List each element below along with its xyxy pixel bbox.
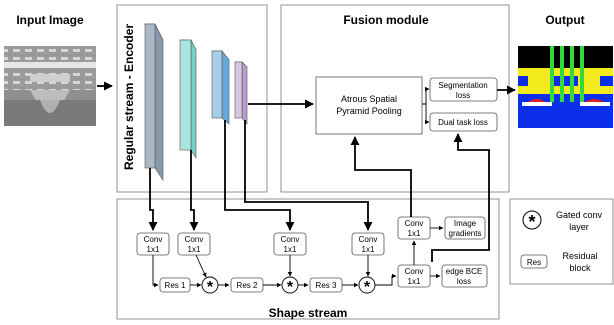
output-green-bar xyxy=(550,46,554,102)
svg-text:Image: Image xyxy=(454,219,477,228)
output-green-bar xyxy=(560,46,564,102)
svg-text:loss: loss xyxy=(457,277,471,286)
svg-text:edge BCE: edge BCE xyxy=(446,267,482,276)
output-green-bar xyxy=(570,46,574,102)
encoder2-to-conv2-arrow xyxy=(189,150,199,231)
svg-text:Conv: Conv xyxy=(144,235,163,244)
res-block-3: Res 3 xyxy=(309,277,343,293)
conv-box-edge: Conv 1x1 xyxy=(397,264,431,288)
legend-panel xyxy=(509,198,614,285)
segmentation-loss-line2: loss xyxy=(456,91,470,100)
output-yellow-band xyxy=(518,86,613,94)
svg-text:*: * xyxy=(287,279,294,296)
legend-gated-conv: * Gated conv layer xyxy=(522,210,603,232)
svg-text:1x1: 1x1 xyxy=(408,277,421,286)
svg-text:Conv: Conv xyxy=(405,267,424,276)
svg-text:Res: Res xyxy=(527,258,541,267)
svg-text:1x1: 1x1 xyxy=(408,229,421,238)
svg-text:Conv: Conv xyxy=(359,235,378,244)
encoder3-to-conv3-arrow xyxy=(224,120,295,231)
dual-task-loss-box xyxy=(429,112,498,132)
conv-box-gradients: Conv 1x1 xyxy=(397,216,431,240)
svg-text:Gated conv: Gated conv xyxy=(556,210,603,220)
svg-text:Res 1: Res 1 xyxy=(165,281,186,290)
aspp-to-seg-loss-arrow xyxy=(422,86,430,105)
svg-text:Conv: Conv xyxy=(185,235,204,244)
conv-box-3: Conv 1x1 xyxy=(273,232,307,256)
svg-text:1x1: 1x1 xyxy=(362,245,375,254)
res-block-1: Res 1 xyxy=(159,277,191,293)
output-white-edge xyxy=(522,102,552,106)
encoder-block-1 xyxy=(144,23,164,181)
svg-text:gradients: gradients xyxy=(449,229,482,238)
aspp-to-dual-loss-arrow xyxy=(424,104,430,125)
conv-box-2: Conv 1x1 xyxy=(177,232,211,256)
legend-residual-block: Res Residual block xyxy=(520,251,598,273)
svg-text:Conv: Conv xyxy=(405,219,424,228)
input-image-title: Input Image xyxy=(16,13,84,27)
aspp-box xyxy=(315,76,423,135)
encoder4-to-conv4-arrow xyxy=(244,120,373,231)
dual-task-loss-label: Dual task loss xyxy=(438,118,488,127)
gated-conv-1: * xyxy=(201,276,219,296)
gated3-to-edge-conv-arrow xyxy=(375,273,397,286)
output-segmentation-image xyxy=(518,46,613,128)
output-top-region xyxy=(518,46,613,68)
shape-stream-title: Shape stream xyxy=(269,306,348,320)
res-block-2: Res 2 xyxy=(230,277,264,293)
aspp-label-line1: Atrous Spatial xyxy=(341,94,397,104)
encoder-block-4 xyxy=(234,61,248,125)
edge-to-dual-loss-arrow xyxy=(431,133,490,262)
edge-bce-loss-box: edge BCE loss xyxy=(441,264,488,288)
svg-text:*: * xyxy=(207,279,214,296)
gated-conv-3: * xyxy=(358,276,376,296)
output-white-edge xyxy=(580,102,610,106)
svg-text:block: block xyxy=(569,263,591,273)
conv1-to-res1-arrow xyxy=(152,255,159,288)
gated-conv-legend-symbol: * xyxy=(528,212,535,232)
aspp-label-line2: Pyramid Pooling xyxy=(336,106,402,116)
output-yellow-block xyxy=(578,76,600,86)
svg-text:Res 3: Res 3 xyxy=(316,281,337,290)
output-green-bar xyxy=(580,46,584,102)
shape-stream-panel xyxy=(116,198,500,320)
conv2-to-gated1-arrow xyxy=(195,254,207,278)
svg-text:1x1: 1x1 xyxy=(284,245,297,254)
svg-text:1x1: 1x1 xyxy=(188,245,201,254)
output-title: Output xyxy=(545,13,584,27)
encoder-panel xyxy=(116,4,268,193)
encoder1-to-conv1-arrow xyxy=(148,168,158,231)
encoder-label: Regular stream - Encoder xyxy=(122,24,136,170)
segmentation-loss-line1: Segmentation xyxy=(438,81,487,90)
svg-text:Residual: Residual xyxy=(562,251,597,261)
svg-text:*: * xyxy=(364,279,371,296)
gated-conv-2: * xyxy=(281,276,299,296)
output-yellow-block xyxy=(528,76,550,86)
grad-conv-to-aspp-arrow xyxy=(350,136,412,217)
conv-box-4: Conv 1x1 xyxy=(351,232,385,256)
encoder-block-3 xyxy=(211,50,230,125)
svg-text:1x1: 1x1 xyxy=(147,245,160,254)
svg-text:Conv: Conv xyxy=(281,235,300,244)
image-gradients-box: Image gradients xyxy=(444,216,486,240)
conv-box-1: Conv 1x1 xyxy=(136,232,170,256)
svg-text:layer: layer xyxy=(569,222,589,232)
input-image xyxy=(4,46,96,126)
encoder-block-2 xyxy=(179,39,197,160)
svg-text:Res 2: Res 2 xyxy=(237,281,258,290)
fusion-module-panel xyxy=(280,4,510,193)
fusion-module-title: Fusion module xyxy=(343,13,429,27)
output-yellow-band xyxy=(518,68,613,76)
